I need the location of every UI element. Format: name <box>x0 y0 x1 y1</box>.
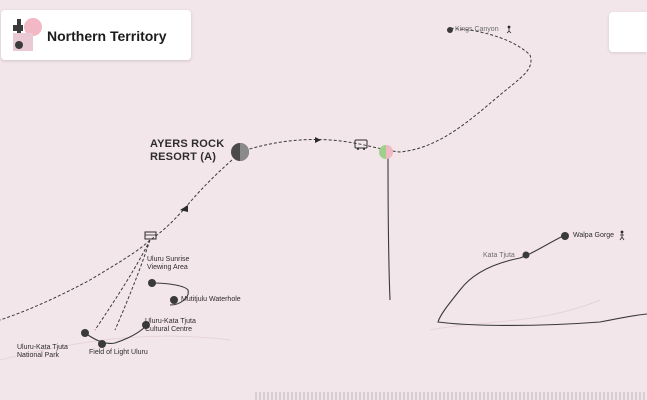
label-ayers-rock: AYERS ROCK RESORT (A) <box>150 138 225 163</box>
route-line-uluru-loop <box>84 282 189 344</box>
bus-icon <box>354 139 368 150</box>
flag-icon <box>315 137 321 143</box>
hiking-icon <box>619 230 625 241</box>
map-controls-card[interactable] <box>609 12 647 52</box>
marker-national-park[interactable] <box>81 329 89 337</box>
label-uluru-sunrise: Uluru Sunrise Viewing Area <box>147 256 190 271</box>
gate-icon <box>144 231 157 240</box>
marker-walpa-gorge[interactable] <box>561 232 569 240</box>
label-cultural-centre: Uluru-Kata Tjuta Cultural Centre <box>145 318 196 333</box>
hiking-icon <box>506 25 512 34</box>
marker-kata-tjuta[interactable] <box>522 251 530 259</box>
label-kings-canyon: Kings Canyon <box>455 26 499 33</box>
terrain-line <box>0 335 231 361</box>
label-kata-tjuta: Kata Tjuta <box>483 252 515 259</box>
route-line-kata <box>387 151 647 326</box>
label-walpa-gorge: Walpa Gorge <box>573 232 614 239</box>
route-line-main <box>239 27 532 153</box>
marker-mutitjulu[interactable] <box>170 296 178 304</box>
label-mutitjulu: Mutitjulu Waterhole <box>181 296 241 303</box>
route-line-uluru <box>0 159 233 321</box>
waypoint-marker-half <box>386 145 393 159</box>
logo-icon <box>13 18 42 51</box>
route-line-park <box>94 239 151 331</box>
page-title: Northern Territory <box>47 28 167 44</box>
header-card: Northern Territory <box>1 10 191 60</box>
label-national-park: Uluru-Kata Tjuta National Park <box>17 344 68 359</box>
marker-field-of-light[interactable] <box>98 340 106 348</box>
airport-marker-half <box>240 143 249 161</box>
marker-uluru-sunrise[interactable] <box>148 279 156 287</box>
map-attribution <box>255 392 647 400</box>
label-field-of-light: Field of Light Uluru <box>89 349 148 356</box>
flag-icon <box>180 205 188 212</box>
marker-cultural-centre[interactable] <box>142 321 150 329</box>
marker-kings-canyon[interactable] <box>447 27 453 33</box>
terrain-line <box>429 299 601 331</box>
